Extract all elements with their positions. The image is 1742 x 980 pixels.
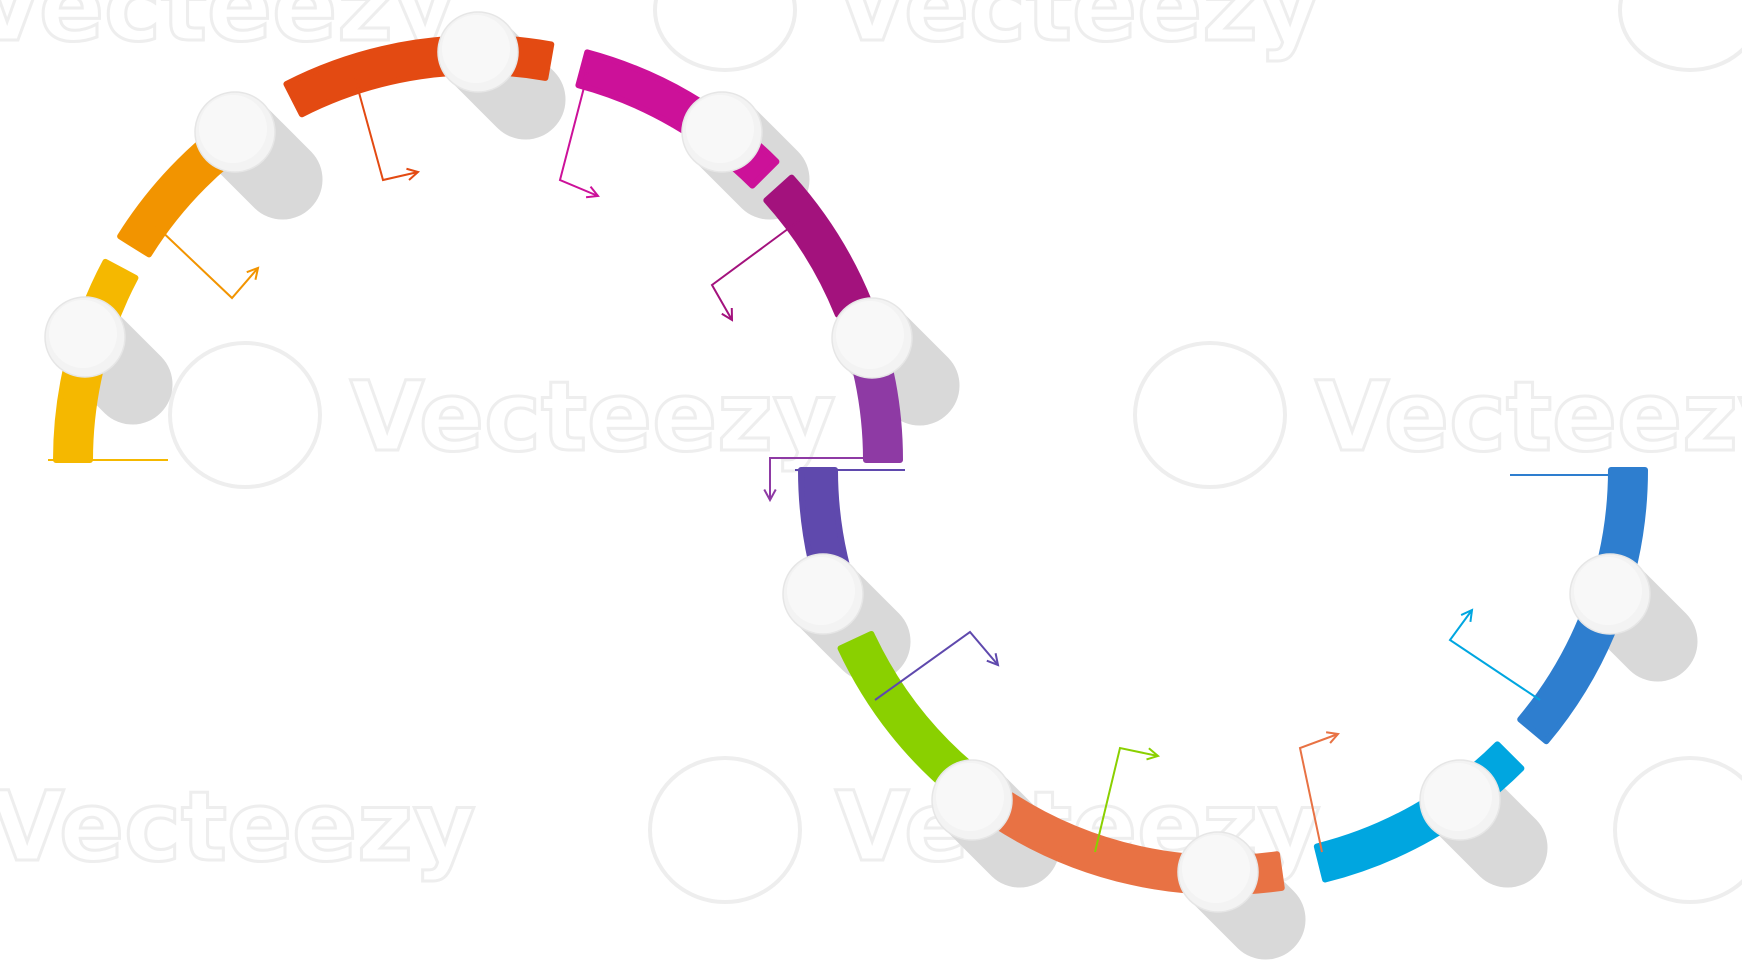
step-node-highlight [199, 95, 267, 163]
arrow-head-icon [763, 488, 777, 503]
arrow-head-icon [246, 266, 260, 280]
connector-line-4 [558, 71, 599, 197]
connector-line-5 [710, 219, 801, 321]
watermark-bottom-right [1613, 756, 1742, 904]
watermark-logo-icon [1133, 341, 1287, 489]
connector-line-8 [874, 630, 999, 701]
watermark-logo-icon [1613, 756, 1742, 904]
watermark-text: Vecteezy [835, 0, 1321, 63]
arc-segment-11 [1517, 467, 1648, 745]
connector-line-3 [354, 77, 419, 182]
arrow-head-icon [1460, 608, 1474, 623]
step-nodes [44, 11, 1651, 913]
watermark-middle-left: Vecteezy [168, 341, 837, 489]
connector-line-9 [1094, 746, 1159, 853]
step-node-highlight [787, 557, 855, 625]
step-node-highlight [1574, 557, 1642, 625]
watermark-bottom-left: Vecteezy [0, 770, 477, 885]
watermark-logo-icon [653, 0, 797, 72]
arrow-head-icon [1146, 747, 1161, 761]
watermark-logo-icon [168, 341, 322, 489]
watermark-text: Vecteezy [0, 771, 476, 883]
watermark-logo-icon [1618, 0, 1742, 72]
connector-line-6 [769, 457, 880, 500]
step-node-highlight [1424, 763, 1492, 831]
watermark-top-right [1618, 0, 1742, 72]
arc-segment-5 [763, 174, 873, 318]
step-node-highlight [49, 300, 117, 368]
step-node-highlight [936, 763, 1004, 831]
connector-line-2 [154, 224, 259, 300]
arrow-head-icon [986, 653, 1000, 667]
step-node-highlight [442, 15, 510, 83]
step-node-highlight [686, 95, 754, 163]
connector-arrows [48, 71, 1610, 853]
arc-segments [53, 35, 1648, 895]
step-node-highlight [836, 301, 904, 369]
watermark-logo-icon [648, 756, 802, 904]
watermark-top-center: Vecteezy [653, 0, 1322, 72]
watermark-middle-right: Vecteezy [1133, 341, 1742, 489]
watermark-text: Vecteezy [1315, 361, 1742, 473]
arrow-head-icon [406, 167, 421, 181]
arrow-head-icon [721, 307, 734, 322]
step-node-highlight [1182, 835, 1250, 903]
connector-line-11 [1448, 609, 1541, 701]
watermark-text: Vecteezy [350, 361, 836, 473]
connector-line-10 [1298, 733, 1339, 853]
arrow-head-icon [1325, 731, 1340, 744]
arrow-head-icon [585, 185, 600, 199]
